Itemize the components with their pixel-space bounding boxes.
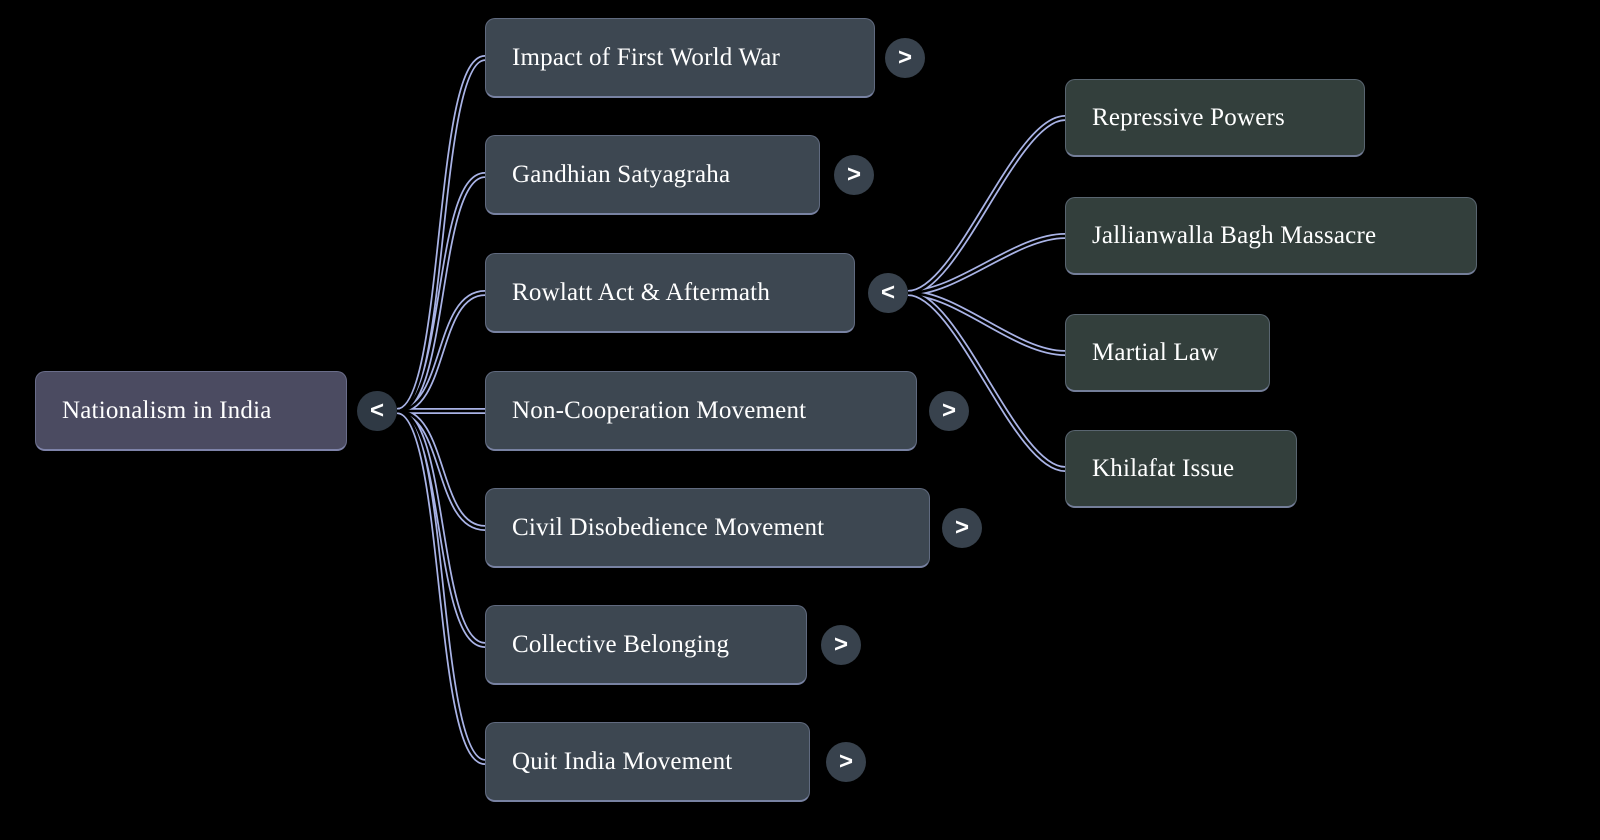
node-repressive-powers[interactable]: Repressive Powers [1065,79,1365,157]
node-label: Quit India Movement [512,747,733,775]
expand-button-collective-belonging[interactable]: > [821,625,861,665]
node-jallianwalla-bagh-massacre[interactable]: Jallianwalla Bagh Massacre [1065,197,1477,275]
node-rowlatt-act-aftermath[interactable]: Rowlatt Act & Aftermath [485,253,855,333]
expand-button-quit-india-movement[interactable]: > [826,742,866,782]
node-label: Martial Law [1092,338,1219,366]
expand-button-non-cooperation-movement[interactable]: > [929,391,969,431]
node-label: Rowlatt Act & Aftermath [512,278,771,306]
node-quit-india-movement[interactable]: Quit India Movement [485,722,810,802]
collapse-button-nationalism-in-india[interactable]: < [357,391,397,431]
root-branch-edges [396,55,486,765]
node-label: Civil Disobedience Movement [512,513,825,541]
collapse-button-rowlatt-act-aftermath[interactable]: < [868,273,908,313]
node-label: Khilafat Issue [1092,454,1235,482]
node-non-cooperation-movement[interactable]: Non-Cooperation Movement [485,371,917,451]
node-gandhian-satyagraha[interactable]: Gandhian Satyagraha [485,135,820,215]
node-label: Collective Belonging [512,630,730,658]
node-label: Impact of First World War [512,43,781,71]
node-label: Repressive Powers [1092,103,1285,131]
node-martial-law[interactable]: Martial Law [1065,314,1270,392]
node-nationalism-in-india[interactable]: Nationalism in India [35,371,347,451]
rowlatt-branch-edges [907,115,1066,472]
expand-button-gandhian-satyagraha[interactable]: > [834,155,874,195]
node-label: Nationalism in India [62,396,272,424]
expand-button-impact-of-first-world-war[interactable]: > [885,38,925,78]
expand-button-civil-disobedience-movement[interactable]: > [942,508,982,548]
node-label: Non-Cooperation Movement [512,396,807,424]
node-label: Jallianwalla Bagh Massacre [1092,221,1377,249]
node-collective-belonging[interactable]: Collective Belonging [485,605,807,685]
node-label: Gandhian Satyagraha [512,160,731,188]
node-impact-of-first-world-war[interactable]: Impact of First World War [485,18,875,98]
node-civil-disobedience-movement[interactable]: Civil Disobedience Movement [485,488,930,568]
node-khilafat-issue[interactable]: Khilafat Issue [1065,430,1297,508]
